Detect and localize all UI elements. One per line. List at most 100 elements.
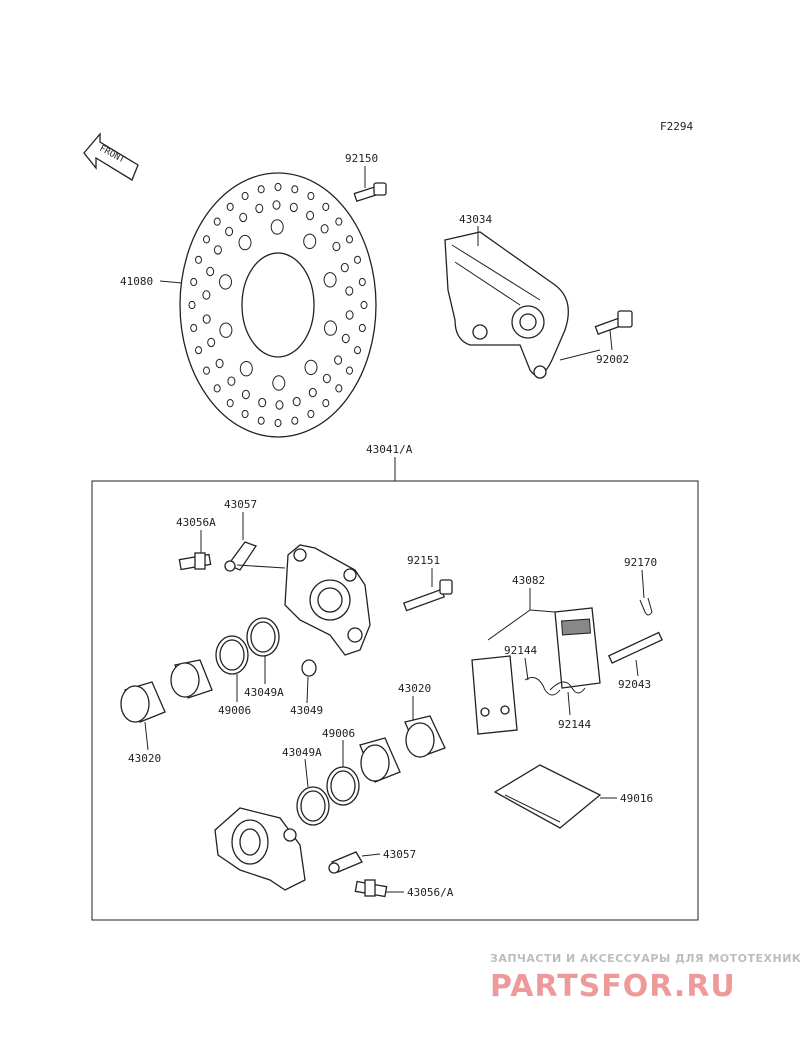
disc-hole xyxy=(241,389,250,400)
disc-hole xyxy=(195,346,202,355)
label-bleeder-lower: 43056/A xyxy=(407,886,454,899)
brake-disc xyxy=(179,172,377,438)
disc-hole xyxy=(335,217,343,226)
disc-hole xyxy=(238,234,252,251)
disc-hole xyxy=(306,210,315,221)
disc-hole xyxy=(324,320,337,336)
disc-hole xyxy=(304,359,318,376)
disc-hole xyxy=(219,274,232,290)
label-spring-right: 92144 xyxy=(558,718,591,731)
disc-hole xyxy=(354,255,361,264)
disc-hole xyxy=(332,241,341,252)
disc-hole xyxy=(257,185,265,194)
disc-hole xyxy=(291,416,299,425)
label-seal-upper: 49006 xyxy=(218,704,251,717)
label-pin-upper: 43057 xyxy=(224,498,257,511)
disc-hole xyxy=(346,366,353,375)
watermark-logo: PARTSFOR.RU xyxy=(490,969,736,1004)
pad-shim xyxy=(493,764,602,829)
bracket-bolt xyxy=(594,310,633,336)
caliper-pin-lower xyxy=(328,851,363,874)
label-spring-left: 92144 xyxy=(504,644,537,657)
disc-hole xyxy=(340,262,349,273)
disc-hole xyxy=(190,323,198,333)
disc-hole xyxy=(320,224,329,234)
disc-hole xyxy=(206,266,215,277)
disc-hole xyxy=(258,397,267,408)
disc-hole xyxy=(303,233,317,250)
disc-hole xyxy=(188,300,196,310)
pad-spring-right xyxy=(549,681,586,694)
disc-hole xyxy=(275,400,284,410)
disc-hole xyxy=(227,376,236,386)
disc-hole xyxy=(219,322,233,338)
label-bracket: 43034 xyxy=(459,213,492,226)
disc-hole xyxy=(225,226,234,237)
disc-hole xyxy=(354,346,361,355)
piston-left xyxy=(120,659,213,723)
pad-spring-left xyxy=(524,677,561,696)
disc-hole xyxy=(226,399,234,408)
disc-hole xyxy=(346,235,353,244)
disc-hole xyxy=(345,286,354,296)
label-boot: 43049 xyxy=(290,704,323,717)
disc-hole xyxy=(335,384,343,393)
disc-hole xyxy=(272,375,286,391)
disc-hole xyxy=(257,416,265,425)
disc-hole xyxy=(334,355,343,365)
disc-hole xyxy=(215,358,224,369)
disc-hole xyxy=(274,418,282,428)
disc-hole xyxy=(270,219,284,235)
disc-hole xyxy=(203,366,210,375)
label-disc: 41080 xyxy=(120,275,153,288)
label-seal-lower: 49006 xyxy=(322,727,355,740)
label-piston-left: 43020 xyxy=(128,752,161,765)
label-piston-right: 43020 xyxy=(398,682,431,695)
bleeder-valve-lower xyxy=(354,879,388,898)
disc-hole xyxy=(322,202,330,211)
caliper-body-lower xyxy=(214,807,306,891)
caliper-bolt xyxy=(403,579,453,612)
label-bleeder-upper: 43056A xyxy=(176,516,216,529)
piston-right xyxy=(359,715,446,783)
disc-hole xyxy=(307,191,315,201)
label-seal-a-lower: 43049A xyxy=(282,746,322,759)
disc-hole xyxy=(322,373,331,384)
front-arrow-icon: FRONT xyxy=(83,132,139,181)
disc-hole xyxy=(202,290,211,300)
disc-hole xyxy=(272,200,281,210)
leader-lines xyxy=(144,166,645,893)
disc-hole xyxy=(190,277,198,287)
brake-pads xyxy=(471,607,601,735)
bleeder-valve-upper xyxy=(178,552,212,571)
disc-bolt xyxy=(353,182,387,203)
caliper-pin-upper xyxy=(224,541,257,572)
disc-hole xyxy=(341,333,350,344)
disc-hole xyxy=(226,202,234,211)
label-shim: 49016 xyxy=(620,792,653,805)
caliper-bracket xyxy=(444,231,569,379)
disc-hole xyxy=(289,202,298,213)
label-caliper-bolt: 92151 xyxy=(407,554,440,567)
figure-code: F2294 xyxy=(660,120,693,133)
boot-ring xyxy=(301,659,317,677)
disc-hole xyxy=(308,387,317,398)
disc-hole xyxy=(358,277,366,287)
disc-hole xyxy=(274,182,282,192)
disc-hole xyxy=(292,396,301,407)
disc-hole xyxy=(255,203,264,214)
disc-hole xyxy=(360,300,368,310)
disc-hole xyxy=(307,409,315,419)
watermark-caption: ЗАПЧАСТИ И АКСЕССУАРЫ ДЛЯ МОТОТЕХНИКИ xyxy=(490,952,800,965)
disc-hole xyxy=(239,212,248,223)
label-pin-shaft: 92043 xyxy=(618,678,651,691)
label-caliper-assy: 43041/A xyxy=(366,443,413,456)
disc-hole xyxy=(213,384,221,393)
pad-clip xyxy=(639,597,653,616)
disc-hole xyxy=(202,314,211,324)
disc-hole xyxy=(213,245,222,255)
disc-hole xyxy=(239,361,253,377)
disc-hole xyxy=(345,310,354,320)
